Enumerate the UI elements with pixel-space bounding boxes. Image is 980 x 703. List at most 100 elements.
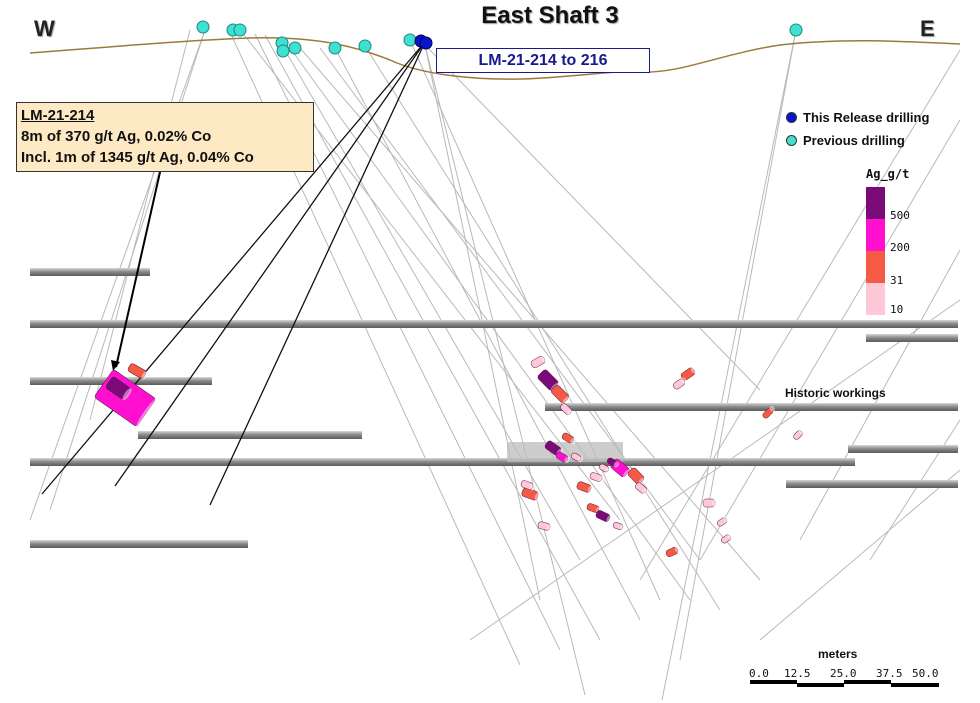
- scale-segment: [891, 683, 939, 687]
- assay-interval: [589, 472, 605, 483]
- interval-body: [586, 503, 600, 513]
- grade-swatch: [866, 219, 885, 251]
- legend-this-release: This Release drilling: [786, 110, 929, 125]
- interval-body: [571, 452, 581, 462]
- scale-tick: 37.5: [876, 667, 903, 680]
- scale-tick: 50.0: [912, 667, 939, 680]
- assay-interval: [571, 452, 583, 463]
- drill-collars: [196, 20, 803, 58]
- interval-body: [105, 376, 131, 400]
- previous-drill-trace: [424, 44, 761, 391]
- previous-drill-trace: [699, 119, 961, 561]
- grade-scale-title: Ag_g/t: [866, 167, 910, 181]
- callout-included-intercept: Incl. 1m of 1345 g/t Ag, 0.04% Co: [21, 149, 254, 166]
- interval-body: [555, 451, 569, 463]
- interval-end: [798, 428, 805, 435]
- interval-end: [577, 456, 583, 463]
- grade-scale-swatches: [866, 187, 885, 315]
- release-drill-trace: [209, 41, 426, 506]
- interval-end: [587, 485, 594, 494]
- historic-workings-label: Historic workings: [785, 386, 886, 400]
- previous-drill-collar: [358, 39, 372, 53]
- interval-body: [607, 457, 617, 467]
- assay-interval: [521, 487, 541, 502]
- release-drill-traces: [41, 41, 426, 506]
- assay-interval: [595, 510, 613, 523]
- interval-body: [717, 517, 727, 527]
- historic-working: [30, 320, 958, 328]
- assay-interval: [560, 403, 574, 417]
- previous-drill-trace: [424, 44, 586, 696]
- intercept-callout: LM-21-214 8m of 370 g/t Ag, 0.02% Co Inc…: [16, 102, 314, 172]
- callout-hole-id: LM-21-214: [21, 107, 95, 124]
- west-label: W: [34, 16, 55, 41]
- scale-segment: [797, 683, 844, 687]
- grade-scale-label: 10: [890, 303, 904, 316]
- interval-end: [564, 456, 570, 464]
- assay-intervals: [94, 354, 805, 557]
- release-drill-trace: [41, 41, 426, 495]
- assay-interval: [612, 522, 626, 531]
- assay-interval: [762, 405, 776, 419]
- interval-body: [560, 403, 572, 415]
- interval-end: [599, 475, 605, 483]
- callout-arrowhead: [111, 360, 120, 371]
- interval-end: [620, 524, 626, 531]
- interval-end: [562, 396, 571, 405]
- interval-body: [627, 467, 645, 485]
- interval-end: [674, 546, 681, 553]
- previous-drill-collar: [789, 23, 803, 37]
- interval-body: [673, 378, 685, 390]
- historic-working: [30, 268, 150, 276]
- scale-tick: 0.0: [749, 667, 769, 680]
- assay-interval: [702, 498, 718, 508]
- this-release-marker-icon: [786, 112, 797, 123]
- historic-working: [30, 458, 855, 466]
- previous-drill-trace: [869, 419, 961, 561]
- drill-range-label: LM-21-214 to 216: [436, 48, 650, 73]
- assay-interval: [673, 377, 687, 390]
- interval-end: [570, 437, 576, 445]
- interval-body: [762, 407, 774, 419]
- assay-interval: [717, 516, 729, 527]
- grade-scale-label: 31: [890, 274, 904, 287]
- assay-interval: [665, 546, 681, 557]
- grade-scale-label: 200: [890, 241, 910, 254]
- interval-end: [613, 461, 619, 468]
- assay-interval: [607, 457, 619, 468]
- previous-drill-collar: [328, 41, 342, 55]
- historic-working: [848, 445, 958, 453]
- previous-drill-trace: [639, 49, 961, 581]
- scale-segment: [750, 680, 797, 684]
- interval-end: [547, 524, 553, 531]
- interval-end: [769, 405, 776, 412]
- previous-drill-trace: [299, 47, 761, 581]
- previous-drill-collar: [196, 20, 210, 34]
- previous-drilling-marker-icon: [786, 135, 797, 146]
- release-drill-trace: [114, 41, 426, 487]
- previous-drill-trace: [469, 299, 961, 641]
- interval-body: [595, 510, 611, 522]
- grade-swatch: [866, 283, 885, 315]
- interval-end: [141, 371, 148, 380]
- interval-body: [520, 480, 534, 490]
- interval-body: [680, 367, 696, 381]
- grade-scale-label: 500: [890, 209, 910, 222]
- interval-end: [136, 398, 157, 427]
- previous-drill-trace: [661, 29, 797, 701]
- legend-previous: Previous drilling: [786, 133, 905, 148]
- previous-drill-trace: [89, 29, 191, 421]
- release-drill-collar: [419, 36, 433, 50]
- previous-drill-collar: [233, 23, 247, 37]
- previous-drill-trace: [334, 47, 641, 621]
- interval-body: [576, 481, 592, 493]
- previous-drill-trace: [799, 249, 961, 541]
- interval-body: [702, 498, 716, 508]
- historic-working: [30, 540, 248, 548]
- legend-label: Previous drilling: [803, 133, 905, 148]
- interval-end: [681, 377, 687, 384]
- assay-interval: [105, 376, 132, 401]
- section-title: East Shaft 3: [481, 2, 619, 29]
